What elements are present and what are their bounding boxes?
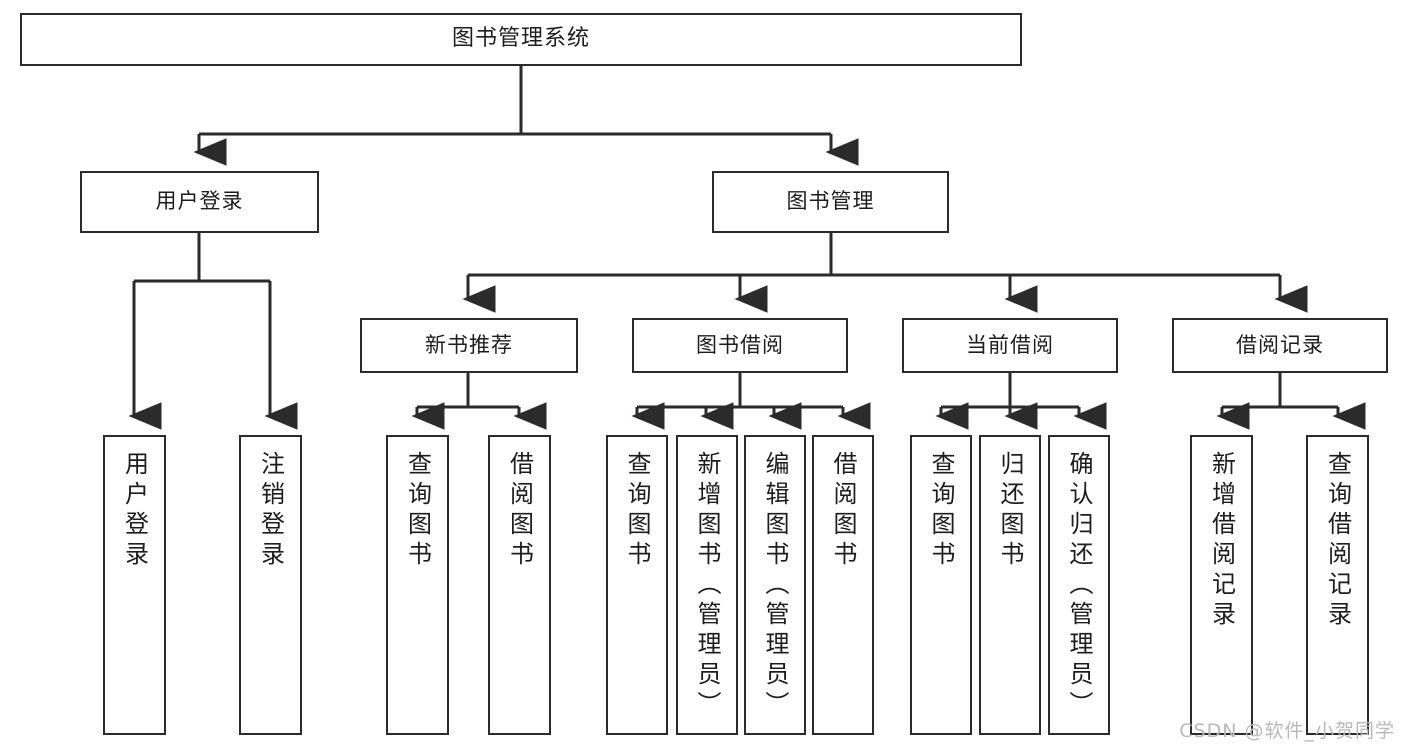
node-book-management[interactable]: 图书管理 [712,171,949,233]
leaf-query-borrow-record[interactable]: 查询借阅记录 [1306,435,1369,735]
leaf-add-book-admin[interactable]: 新增图书（管理员） [676,435,738,735]
node-label: 归还图书 [996,451,1024,571]
node-new-book-recommend[interactable]: 新书推荐 [360,318,578,373]
node-label: 当前借阅 [966,332,1054,357]
leaf-logout[interactable]: 注销登录 [239,435,302,735]
node-root-book-management-system[interactable]: 图书管理系统 [20,13,1022,66]
leaf-return-book[interactable]: 归还图书 [979,435,1041,735]
node-label: 图书管理 [786,189,875,214]
leaf-edit-book-admin[interactable]: 编辑图书（管理员） [744,435,806,735]
leaf-user-login[interactable]: 用户登录 [103,435,166,735]
node-user-login[interactable]: 用户登录 [80,171,319,233]
node-label: 新书推荐 [425,332,513,357]
node-label: 用户登录 [120,451,149,571]
node-current-borrow[interactable]: 当前借阅 [902,318,1118,373]
leaf-borrow-book[interactable]: 借阅图书 [812,435,874,735]
csdn-watermark: CSDN @软件_小贺同学 [1179,720,1395,742]
node-label: 新增图书（管理员） [693,451,721,721]
node-label: 图书管理系统 [451,26,590,52]
leaf-query-book-borrow[interactable]: 查询图书 [606,435,668,735]
node-book-borrow[interactable]: 图书借阅 [632,318,848,373]
leaf-borrow-book-recommend[interactable]: 借阅图书 [488,435,551,735]
leaf-confirm-return-admin[interactable]: 确认归还（管理员） [1048,435,1110,735]
node-label: 借阅图书 [829,451,857,571]
node-label: 用户登录 [155,189,244,214]
node-label: 借阅图书 [505,451,534,571]
node-label: 新增借阅记录 [1207,451,1236,631]
node-borrow-record[interactable]: 借阅记录 [1172,318,1388,373]
leaf-query-book-recommend[interactable]: 查询图书 [386,435,449,735]
leaf-add-borrow-record[interactable]: 新增借阅记录 [1190,435,1253,735]
node-label: 确认归还（管理员） [1065,451,1093,721]
node-label: 查询图书 [623,451,651,571]
node-label: 借阅记录 [1236,332,1324,357]
node-label: 查询借阅记录 [1323,451,1352,631]
node-label: 查询图书 [403,451,432,571]
node-label: 图书借阅 [696,332,784,357]
node-label: 注销登录 [256,451,285,571]
leaf-query-book-current[interactable]: 查询图书 [910,435,972,735]
node-label: 查询图书 [927,451,955,571]
node-label: 编辑图书（管理员） [761,451,789,721]
